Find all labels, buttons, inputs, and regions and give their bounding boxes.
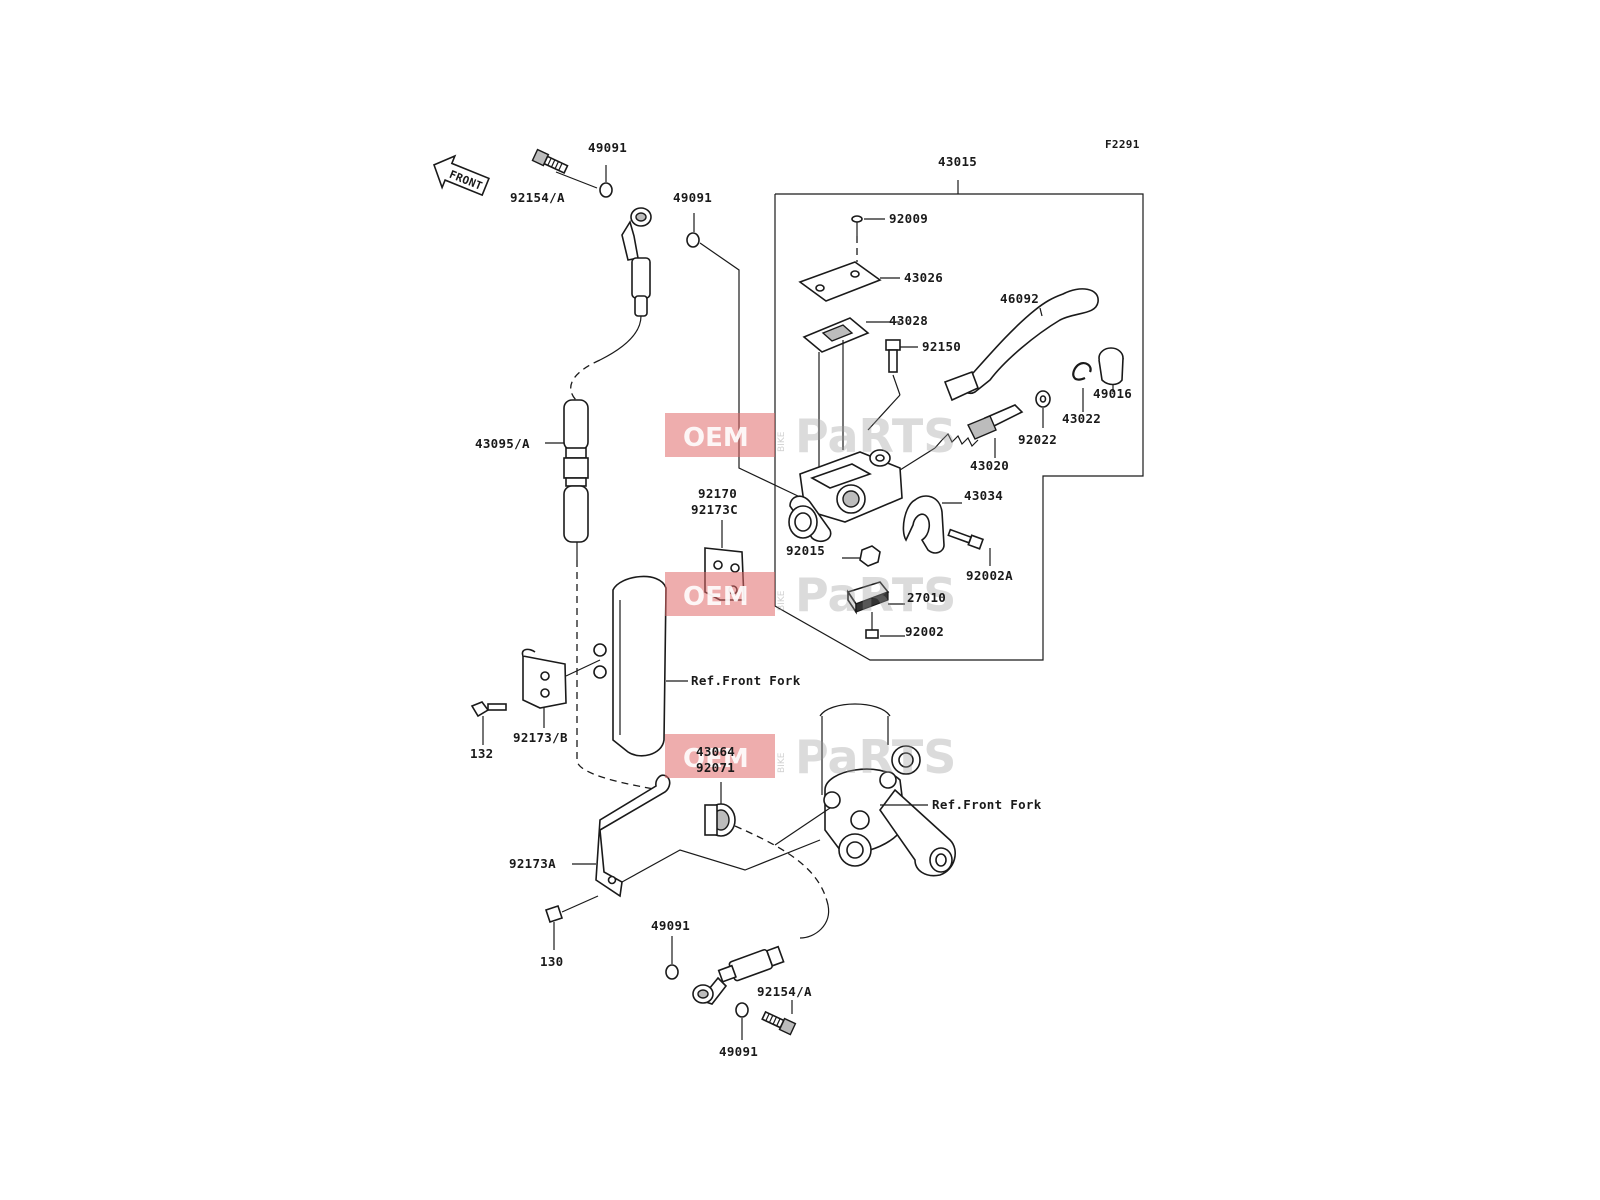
svg-text:BIKE: BIKE	[777, 590, 787, 611]
diagram-code: F2291	[1105, 138, 1140, 151]
group-frame	[774, 193, 1144, 661]
leader-46092	[1039, 307, 1043, 317]
svg-text:OEM: OEM	[683, 582, 749, 612]
label-132: 132	[470, 746, 493, 761]
bolt-92150-icon	[885, 339, 901, 373]
svg-text:BIKE: BIKE	[777, 752, 787, 773]
diaphragm-center	[821, 324, 854, 342]
label-130: 130	[540, 954, 563, 969]
label-43022: 43022	[1062, 411, 1101, 426]
leader-92154A-top	[555, 171, 598, 189]
washer-bot-1-icon	[665, 964, 679, 980]
banjo-bolt-bottom-icon	[761, 1010, 797, 1036]
label-92002A: 92002A	[966, 568, 1013, 583]
label-92015: 92015	[786, 543, 825, 558]
piston-assembly-icon	[934, 404, 1024, 449]
label-43095A: 43095/A	[475, 436, 530, 451]
washer-bot-2-icon	[735, 1002, 749, 1018]
label-92173A: 92173A	[509, 856, 556, 871]
guard-hole-bot	[593, 665, 607, 679]
label-49091-top2: 49091	[673, 190, 712, 205]
svg-text:BIKE: BIKE	[777, 431, 787, 452]
bolt-92150-axis	[892, 374, 901, 396]
front-arrow-icon: FRONT	[432, 154, 490, 197]
fork-to-hose	[774, 807, 831, 846]
label-92002: 92002	[905, 624, 944, 639]
watermark-3: OEM BIKE PaRTS	[665, 730, 956, 784]
brake-hose-dash-1	[570, 359, 601, 403]
master-cylinder-body-icon	[788, 449, 903, 542]
label-49016: 49016	[1093, 386, 1132, 401]
banjo-bolt-top-icon	[531, 148, 569, 175]
circlip-icon	[1072, 362, 1092, 381]
fork-guard-icon	[612, 575, 667, 757]
screw-92009-icon	[851, 215, 863, 236]
label-92022: 92022	[1018, 432, 1057, 447]
label-43034: 43034	[964, 488, 1003, 503]
washer-92022-hole	[1039, 395, 1047, 403]
label-43064: 43064	[696, 744, 735, 759]
label-ref-front-fork-1: Ref.Front Fork	[691, 673, 801, 688]
hose-fitting-bottom-icon	[717, 945, 785, 983]
brake-hose-bottom	[799, 904, 830, 939]
clamp-43034-icon	[902, 495, 945, 554]
bolt-92002A-icon	[947, 528, 985, 550]
washer-top-2-icon	[686, 232, 700, 248]
svg-text:OEM: OEM	[683, 423, 749, 453]
brake-hose-main-icon	[563, 399, 589, 543]
label-46092: 46092	[1000, 291, 1039, 306]
guard-hole-top	[593, 643, 607, 657]
washer-top-1-icon	[599, 182, 613, 198]
label-92154A-top: 92154/A	[510, 190, 565, 205]
screw-92002-icon	[865, 612, 879, 639]
brake-switch-icon	[846, 581, 890, 615]
nut-92015-icon	[859, 545, 881, 567]
label-43015: 43015	[938, 154, 977, 169]
watermark-1: OEM BIKE PaRTS	[665, 409, 956, 463]
hose-fitting-top-icon	[621, 207, 652, 317]
label-27010: 27010	[907, 590, 946, 605]
label-43026: 43026	[904, 270, 943, 285]
brake-lever-icon	[962, 288, 1099, 395]
svg-text:PaRTS: PaRTS	[795, 409, 956, 463]
brake-hose	[599, 315, 642, 361]
bracket-A-link	[621, 839, 821, 883]
reservoir-cap-icon	[798, 261, 882, 302]
hose-clamp-92173B-icon	[521, 648, 567, 709]
bottom-banjo-hole	[697, 989, 709, 999]
cap-hole-1	[815, 284, 825, 292]
label-92170: 92170	[698, 486, 737, 501]
label-49091-bot1: 49091	[651, 918, 690, 933]
label-43028: 43028	[889, 313, 928, 328]
brake-hose-bottom-dash	[734, 825, 829, 906]
svg-text:OEM: OEM	[683, 744, 749, 774]
hose-clamp-92173A-icon	[595, 774, 671, 898]
label-92071: 92071	[696, 760, 735, 775]
watermark-2: OEM BIKE PaRTS	[665, 568, 956, 622]
dust-boot-icon	[1098, 347, 1124, 386]
bolt-92150-axis-2	[867, 394, 901, 431]
bolt-130-icon	[544, 895, 599, 924]
label-92173B: 92173/B	[513, 730, 568, 745]
bracket-B-to-guard	[565, 659, 601, 677]
label-49091-top1: 49091	[588, 140, 627, 155]
label-92150: 92150	[922, 339, 961, 354]
svg-text:PaRTS: PaRTS	[795, 730, 956, 784]
label-ref-front-fork-2: Ref.Front Fork	[932, 797, 1042, 812]
label-92154A-bot: 92154/A	[757, 984, 812, 999]
label-43020: 43020	[970, 458, 1009, 473]
grommet-icon	[704, 803, 736, 837]
label-92009: 92009	[889, 211, 928, 226]
leader-piston-to-body	[899, 447, 936, 471]
brake-hose-dash-2	[576, 560, 661, 791]
lever-pivot	[943, 370, 980, 402]
leader-banjo-to-mc	[699, 242, 801, 498]
label-92173C: 92173C	[691, 502, 738, 517]
bolt-132-icon	[470, 701, 507, 718]
svg-text:PaRTS: PaRTS	[795, 568, 956, 622]
fork-lower-icon	[819, 703, 956, 877]
cap-hole-2	[850, 270, 860, 278]
label-49091-bot2: 49091	[719, 1044, 758, 1059]
